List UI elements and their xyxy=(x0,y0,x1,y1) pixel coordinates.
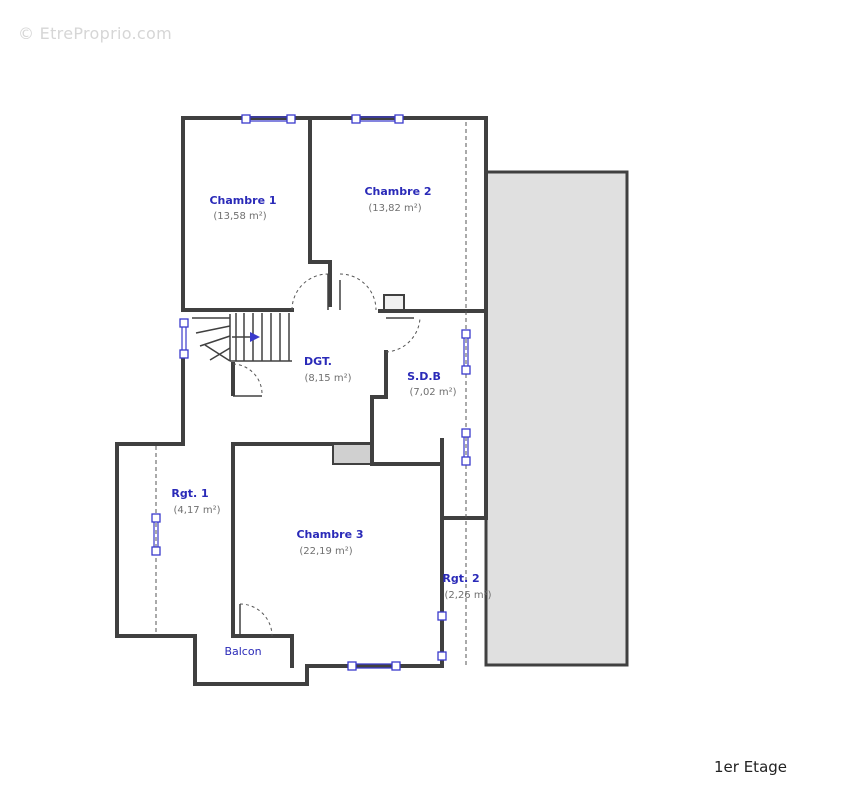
room-area-sdb: (7,02 m²) xyxy=(410,387,457,398)
room-name-chambre-1: Chambre 1 xyxy=(209,194,276,207)
room-area-chambre-2: (13,82 m²) xyxy=(368,203,421,214)
window xyxy=(437,651,447,661)
room-area-dgt: (8,15 m²) xyxy=(305,373,352,384)
door-swing xyxy=(339,273,377,311)
window xyxy=(461,428,471,466)
walls xyxy=(115,116,488,686)
window xyxy=(151,513,161,556)
room-name-sdb: S.D.B xyxy=(407,370,441,383)
door-swing xyxy=(385,317,421,353)
staircase xyxy=(187,310,292,362)
room-area-chambre-1: (13,58 m²) xyxy=(213,211,266,222)
room-name-chambre-2: Chambre 2 xyxy=(364,185,431,198)
door-swing xyxy=(232,363,263,395)
window xyxy=(241,114,296,124)
window xyxy=(351,114,404,124)
wc-block xyxy=(383,294,405,311)
room-area-chambre-3: (22,19 m²) xyxy=(299,546,352,557)
room-area-rgt-1: (4,17 m²) xyxy=(174,505,221,516)
floor-label: 1er Etage xyxy=(714,758,788,776)
room-name-dgt: DGT. xyxy=(304,355,332,368)
watermark: © EtreProprio.com xyxy=(18,24,172,43)
room-name-rgt-1: Rgt. 1 xyxy=(171,487,208,500)
window xyxy=(437,611,447,621)
window xyxy=(179,318,189,359)
room-name-rgt-2: Rgt. 2 xyxy=(442,572,479,585)
door-swing xyxy=(239,603,273,637)
window xyxy=(461,329,471,375)
window xyxy=(347,661,401,671)
room-area-rgt-2: (2,26 m²) xyxy=(445,590,492,601)
adjacent-block xyxy=(484,170,629,667)
room-name-balcon: Balcon xyxy=(224,645,261,658)
door-swing xyxy=(291,273,329,311)
closet-block xyxy=(332,443,372,465)
room-name-chambre-3: Chambre 3 xyxy=(296,528,363,541)
